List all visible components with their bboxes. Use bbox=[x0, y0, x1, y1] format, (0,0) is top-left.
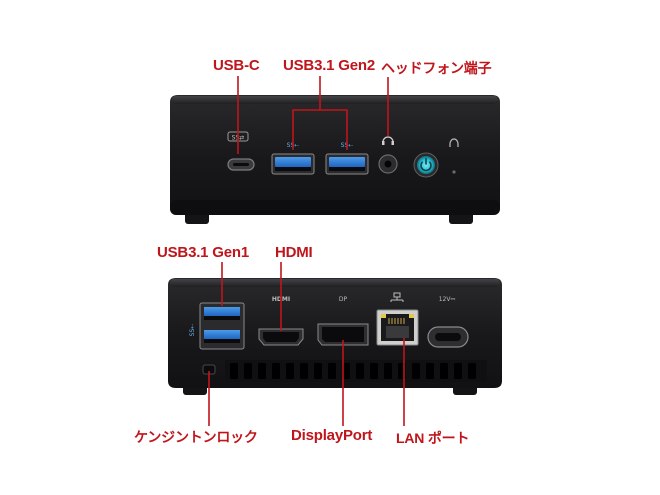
power-button bbox=[413, 152, 439, 178]
label-kensington-lock: ケンジントンロック bbox=[134, 429, 258, 445]
displayport-port: DP bbox=[317, 296, 369, 346]
network-icon bbox=[390, 292, 404, 302]
headphone-icon bbox=[382, 136, 394, 143]
dp-logo: DP bbox=[339, 296, 348, 303]
label-usb31-gen2: USB3.1 Gen2 bbox=[283, 57, 376, 74]
power-icon bbox=[420, 161, 432, 172]
dc-power-port: 12V⎓ bbox=[427, 296, 469, 348]
dc-label: 12V⎓ bbox=[439, 296, 456, 303]
ss-rear-logo: SS⇠ bbox=[189, 324, 196, 337]
front-bottom-band bbox=[170, 200, 500, 215]
label-usb31-gen1: USB3.1 Gen1 bbox=[157, 244, 250, 261]
lan-port bbox=[376, 292, 419, 346]
front-top-edge bbox=[172, 96, 498, 104]
front-view: SS⇄ SS⇠ SS⇠ bbox=[170, 95, 500, 224]
label-lan-port: LAN ポート bbox=[396, 430, 470, 446]
hdmi-port: HDMI bbox=[258, 296, 304, 346]
usb-a-gen1-stack: SS⇠ bbox=[189, 302, 245, 350]
headphone-jack bbox=[378, 136, 398, 174]
rear-leader-lines bbox=[208, 262, 405, 426]
sensor-indicator bbox=[449, 138, 459, 174]
front-leader-lines bbox=[237, 76, 389, 154]
label-usb-c: USB-C bbox=[213, 57, 260, 74]
sensor-icon bbox=[449, 138, 459, 147]
rear-view: SS⇠ HDMI DP bbox=[168, 278, 502, 395]
label-headphone-jack: ヘッドフォン端子 bbox=[381, 60, 492, 76]
vent-slots bbox=[230, 363, 476, 379]
label-hdmi: HDMI bbox=[275, 244, 313, 261]
label-displayport: DisplayPort bbox=[291, 427, 373, 444]
